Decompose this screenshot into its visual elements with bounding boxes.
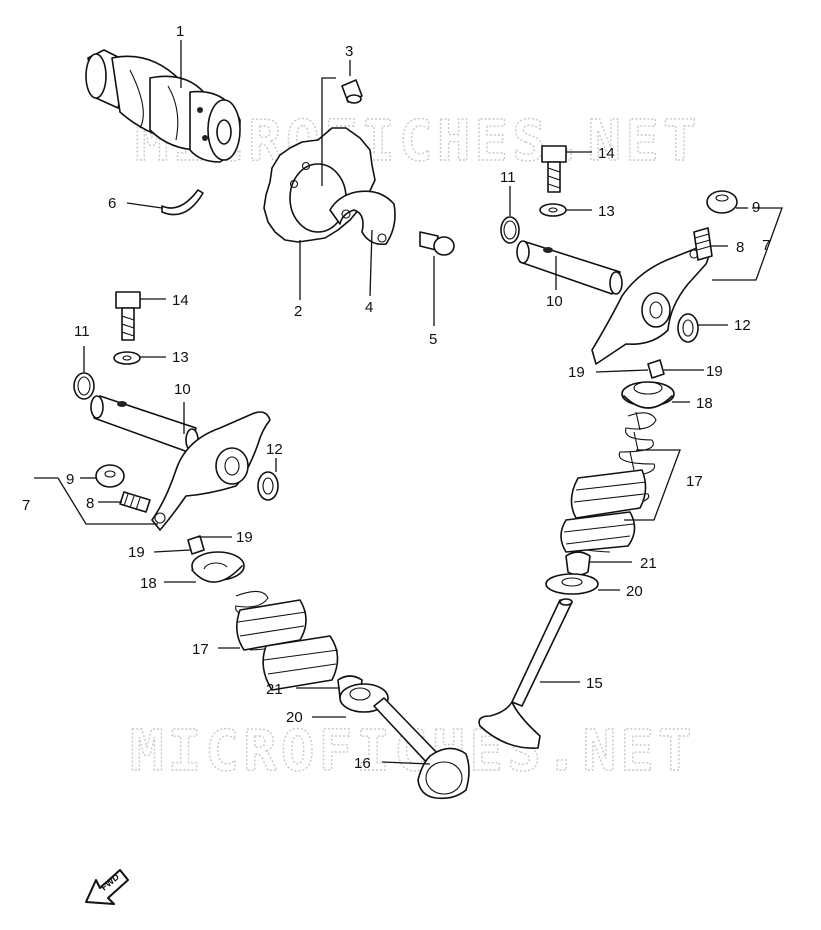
callout-21-left: 21 xyxy=(266,681,283,698)
callout-8-right: 8 xyxy=(736,239,744,256)
camshaft xyxy=(85,49,241,163)
retainer-18-left xyxy=(191,551,245,583)
callout-10-right: 10 xyxy=(546,293,563,310)
washer-13-right xyxy=(539,203,567,217)
retainer-18-right xyxy=(621,381,675,409)
rocker-arm-7-right xyxy=(591,245,710,365)
callout-numbers: 1 2 3 4 5 6 7 7 8 8 9 9 10 10 11 11 12 1… xyxy=(22,23,770,772)
callout-3: 3 xyxy=(345,43,353,60)
oring-11-left xyxy=(73,372,95,400)
valve-15-exhaust xyxy=(478,598,573,749)
callout-2: 2 xyxy=(294,303,302,320)
nut-9-left xyxy=(95,464,125,488)
sprocket-bolt xyxy=(419,231,455,256)
callout-17-left: 17 xyxy=(192,641,209,658)
callout-18-left: 18 xyxy=(140,575,157,592)
cotter-19-right xyxy=(647,359,665,379)
woodruff-key xyxy=(161,189,204,216)
dowel-pin xyxy=(341,79,363,104)
callout-19-left-b: 19 xyxy=(128,544,145,561)
valve-spring-17-left xyxy=(235,590,339,691)
valve-16-intake xyxy=(373,697,470,800)
callout-11-right: 11 xyxy=(500,169,516,186)
callout-15: 15 xyxy=(586,675,603,692)
rocker-arm-7-left xyxy=(151,411,271,531)
callout-18-right: 18 xyxy=(696,395,713,412)
washer-13-left xyxy=(113,351,141,365)
rocker-shaft-10-right xyxy=(516,240,623,295)
callout-9-right: 9 xyxy=(752,199,760,216)
bolt-14-left xyxy=(115,291,141,341)
rocker-shaft-10-left xyxy=(90,395,199,453)
callout-6: 6 xyxy=(108,195,116,212)
callout-11-left: 11 xyxy=(74,323,90,340)
callout-20-left: 20 xyxy=(286,709,303,726)
callout-20-right: 20 xyxy=(626,583,643,600)
sprocket-plate xyxy=(329,190,396,246)
callout-4: 4 xyxy=(365,299,373,316)
fwd-arrow-icon: FWD xyxy=(85,869,129,905)
callout-14-left: 14 xyxy=(172,292,189,309)
callout-1: 1 xyxy=(176,23,184,40)
callout-19-right-b: 19 xyxy=(706,363,723,380)
callout-21-right: 21 xyxy=(640,555,657,572)
callout-8-left: 8 xyxy=(86,495,94,512)
callout-14-right: 14 xyxy=(598,145,615,162)
cotter-19-left xyxy=(187,535,205,555)
callout-7-right: 7 xyxy=(762,237,770,254)
callout-12-left: 12 xyxy=(266,441,283,458)
callout-5: 5 xyxy=(429,331,437,348)
callout-16: 16 xyxy=(354,755,371,772)
spring-seat-20-right xyxy=(545,573,599,595)
callout-17-right: 17 xyxy=(686,473,703,490)
callout-19-left-a: 19 xyxy=(236,529,253,546)
callout-10-left: 10 xyxy=(174,381,191,398)
shim-12-right xyxy=(677,313,699,343)
callout-9-left: 9 xyxy=(66,471,74,488)
leader-lines xyxy=(34,40,783,765)
callout-13-right: 13 xyxy=(598,203,615,220)
bolt-14-right xyxy=(541,145,567,193)
shim-12-left xyxy=(257,471,279,501)
callout-7-left: 7 xyxy=(22,497,30,514)
adjuster-8-left xyxy=(119,491,151,513)
callout-13-left: 13 xyxy=(172,349,189,366)
stem-seal-21-right xyxy=(565,551,591,576)
adjuster-8-right xyxy=(693,227,713,261)
callout-12-right: 12 xyxy=(734,317,751,334)
nut-9-right xyxy=(706,190,738,214)
callout-19-right-a: 19 xyxy=(568,364,585,381)
valve-spring-17-right xyxy=(560,411,657,553)
oring-11-right xyxy=(500,216,520,244)
